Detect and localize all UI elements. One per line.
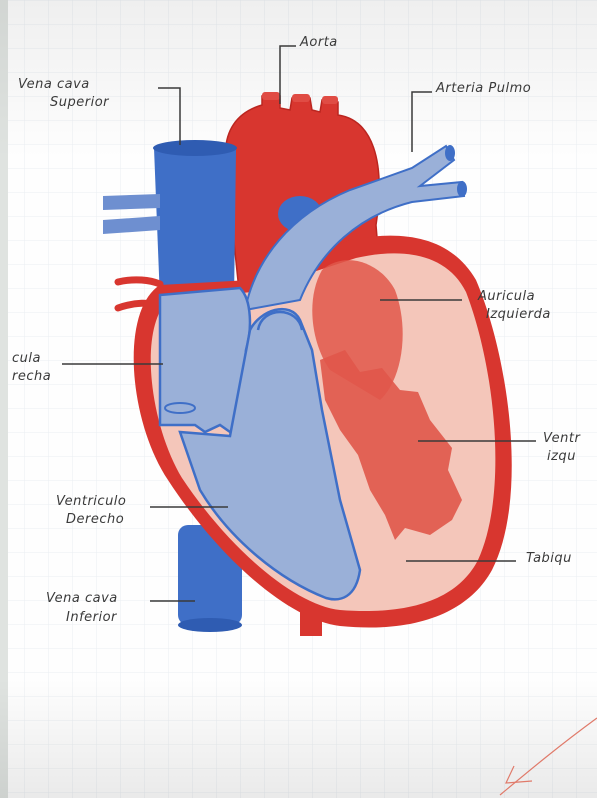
label-auricula-izquierda-line2: Izquierda	[486, 308, 551, 322]
label-ventriculo-izquierdo-line1: Ventr	[543, 432, 580, 446]
label-auricula-izquierda-line1: Auricula	[478, 290, 535, 304]
label-ventriculo-izquierdo-line2: izqu	[547, 450, 576, 464]
label-vena-cava-inferior-line2: Inferior	[66, 611, 117, 625]
label-vena-cava-superior-line1: Vena cava	[18, 78, 90, 92]
label-vena-cava-superior-line2: Superior	[50, 96, 109, 110]
label-ventriculo-derecho-line2: Derecho	[66, 513, 124, 527]
label-auricula-derecha-line1: cula	[12, 352, 41, 366]
label-arteria-pulmonar: Arteria Pulmo	[436, 82, 531, 96]
vena-cava-superior-vessel	[154, 148, 236, 300]
label-auricula-derecha-line2: recha	[12, 370, 51, 384]
label-aorta: Aorta	[300, 36, 338, 50]
label-vena-cava-inferior-line1: Vena cava	[46, 592, 118, 606]
label-tabique: Tabiqu	[526, 552, 572, 566]
label-ventriculo-derecho-line1: Ventriculo	[56, 495, 126, 509]
